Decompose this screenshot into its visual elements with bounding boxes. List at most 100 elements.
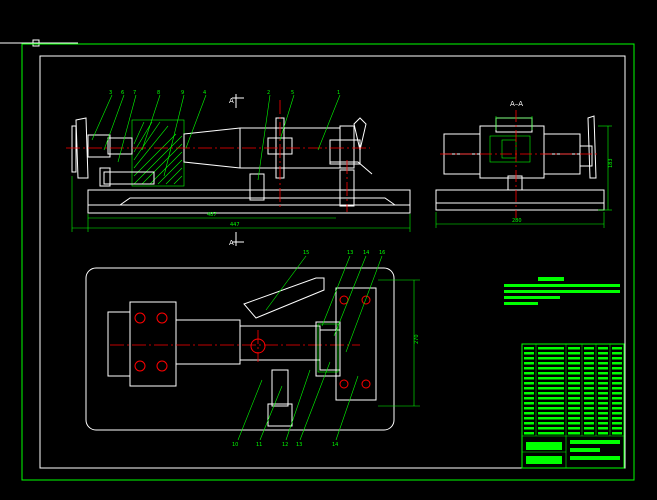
title-row-cell [538, 372, 564, 375]
title-row-cell [538, 397, 564, 400]
balloon-15: 15 [303, 250, 309, 256]
title-row-cell [598, 382, 608, 385]
balloon-3: 3 [109, 90, 112, 96]
title-row-cell [524, 397, 534, 400]
balloon-2: 2 [267, 90, 270, 96]
balloon-14-bottom: 14 [332, 442, 338, 448]
outer-frame [21, 43, 635, 481]
title-row-cell [612, 387, 622, 390]
title-row-cell [524, 387, 534, 390]
title-row-cell [568, 377, 580, 380]
title-row-cell [524, 432, 534, 435]
balloon-4: 4 [203, 90, 206, 96]
title-row-cell [538, 432, 564, 435]
title-row-cell [612, 392, 622, 395]
top-view: 15 13 14 16 10 11 12 13 14 270 [85, 250, 420, 448]
title-row-cell [612, 427, 622, 430]
title-row-cell [524, 357, 534, 360]
title-row-cell [612, 407, 622, 410]
balloon-10: 10 [232, 442, 238, 448]
title-row-cell [584, 417, 594, 420]
title-row-cell [568, 417, 580, 420]
title-row-cell [524, 347, 534, 350]
balloon-11: 11 [256, 442, 262, 448]
technical-requirements [504, 277, 620, 305]
title-row-cell [538, 347, 564, 350]
title-row-cell [584, 397, 594, 400]
title-row-cell [568, 422, 580, 425]
title-row-cell [524, 392, 534, 395]
title-row-cell [598, 367, 608, 370]
title-row-cell [598, 432, 608, 435]
title-row-cell [524, 402, 534, 405]
balloon-7: 7 [133, 90, 136, 96]
title-row-cell [568, 407, 580, 410]
dim-side-width: 280 [512, 218, 522, 224]
title-row-cell [612, 422, 622, 425]
title-row-cell [612, 362, 622, 365]
title-row-cell [538, 407, 564, 410]
title-row-cell [568, 382, 580, 385]
title-row-cell [584, 432, 594, 435]
title-row-cell [524, 417, 534, 420]
title-row-cell [598, 347, 608, 350]
title-row-cell [584, 347, 594, 350]
title-row-cell [568, 427, 580, 430]
title-row-cell [598, 422, 608, 425]
section-cut-label-top: A [229, 97, 234, 105]
title-row-cell [612, 402, 622, 405]
title-row-cell [612, 372, 622, 375]
title-row-cell [568, 367, 580, 370]
title-row-cell [538, 352, 564, 355]
title-row-cell [598, 427, 608, 430]
title-row-cell [538, 422, 564, 425]
inner-frame [39, 55, 626, 469]
title-row-cell [584, 382, 594, 385]
title-row-cell [538, 382, 564, 385]
dim-outer-length: 447 [230, 222, 240, 228]
title-row-cell [598, 387, 608, 390]
title-row-cell [598, 357, 608, 360]
title-row-cell [524, 427, 534, 430]
title-row-cell [524, 367, 534, 370]
title-row-cell [598, 407, 608, 410]
title-row-cell [612, 417, 622, 420]
title-row-cell [538, 427, 564, 430]
title-row-cell [524, 362, 534, 365]
balloon-6: 6 [121, 90, 124, 96]
title-row-cell [612, 397, 622, 400]
title-row-cell [538, 417, 564, 420]
title-row-cell [568, 392, 580, 395]
dim-side-height: 183 [608, 158, 614, 168]
title-row-cell [538, 387, 564, 390]
title-row-cell [538, 377, 564, 380]
title-row-cell [612, 382, 622, 385]
title-row-cell [568, 352, 580, 355]
title-row-cell [568, 387, 580, 390]
dim-inner-length: 487 [207, 212, 217, 218]
top-left-marker [0, 39, 78, 47]
title-row-cell [524, 422, 534, 425]
title-row-cell [612, 357, 622, 360]
title-row-cell [524, 372, 534, 375]
section-cut-label-bottom: A [229, 239, 234, 247]
section-view-label: A–A [510, 100, 523, 108]
title-row-cell [598, 412, 608, 415]
title-row-cell [568, 432, 580, 435]
title-row-cell [568, 347, 580, 350]
title-row-cell [598, 377, 608, 380]
title-row-cell [584, 367, 594, 370]
title-row-cell [538, 367, 564, 370]
title-row-cell [584, 387, 594, 390]
title-row-cell [538, 402, 564, 405]
title-row-cell [584, 377, 594, 380]
dim-top-side: 270 [414, 334, 420, 344]
title-row-cell [568, 362, 580, 365]
title-row-cell [568, 357, 580, 360]
title-row-cell [584, 392, 594, 395]
title-row-cell [598, 372, 608, 375]
side-view: A–A [435, 100, 614, 228]
title-row-cell [598, 362, 608, 365]
title-row-cell [584, 362, 594, 365]
